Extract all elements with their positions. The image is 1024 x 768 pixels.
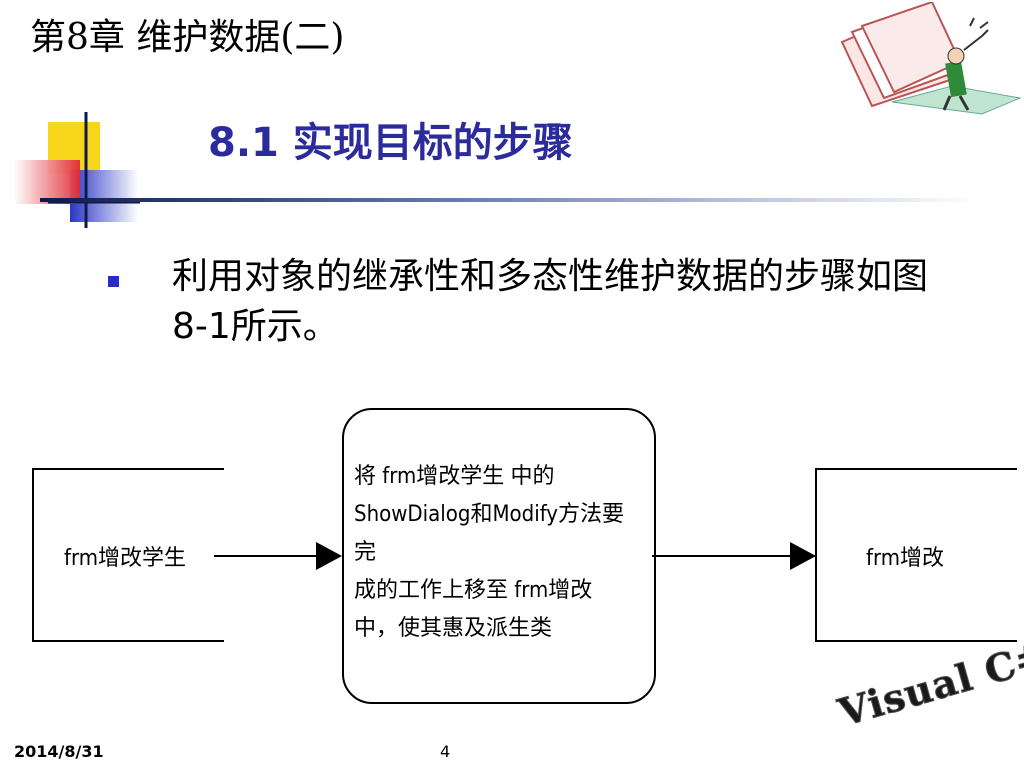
section-title: 8.1 实现目标的步骤 xyxy=(208,120,573,166)
bullet-square-icon xyxy=(108,276,119,287)
diagram-left-box xyxy=(32,468,224,642)
diagram-left-label: frm增改学生 xyxy=(64,546,186,571)
page-number: 4 xyxy=(440,742,451,761)
papers-clipart xyxy=(832,0,1022,126)
diagram-center-text: 将 frm增改学生 中的 ShowDialog和Modify方法要完 成的工作上… xyxy=(354,464,624,641)
diagram-center-box xyxy=(342,408,656,704)
diagram-right-label: frm增改 xyxy=(866,546,944,571)
bullet-text: 利用对象的继承性和多态性维护数据的步骤如图8-1所示。 xyxy=(172,256,929,347)
footer-date: 2014/8/31 xyxy=(14,742,104,761)
diagram-right-box xyxy=(815,468,1017,642)
chapter-title: 第8章 维护数据(二) xyxy=(30,17,345,58)
decorative-squares xyxy=(10,112,140,230)
arrow-center-to-right xyxy=(652,542,816,570)
arrow-left-to-center xyxy=(214,542,342,570)
title-divider xyxy=(40,198,980,202)
